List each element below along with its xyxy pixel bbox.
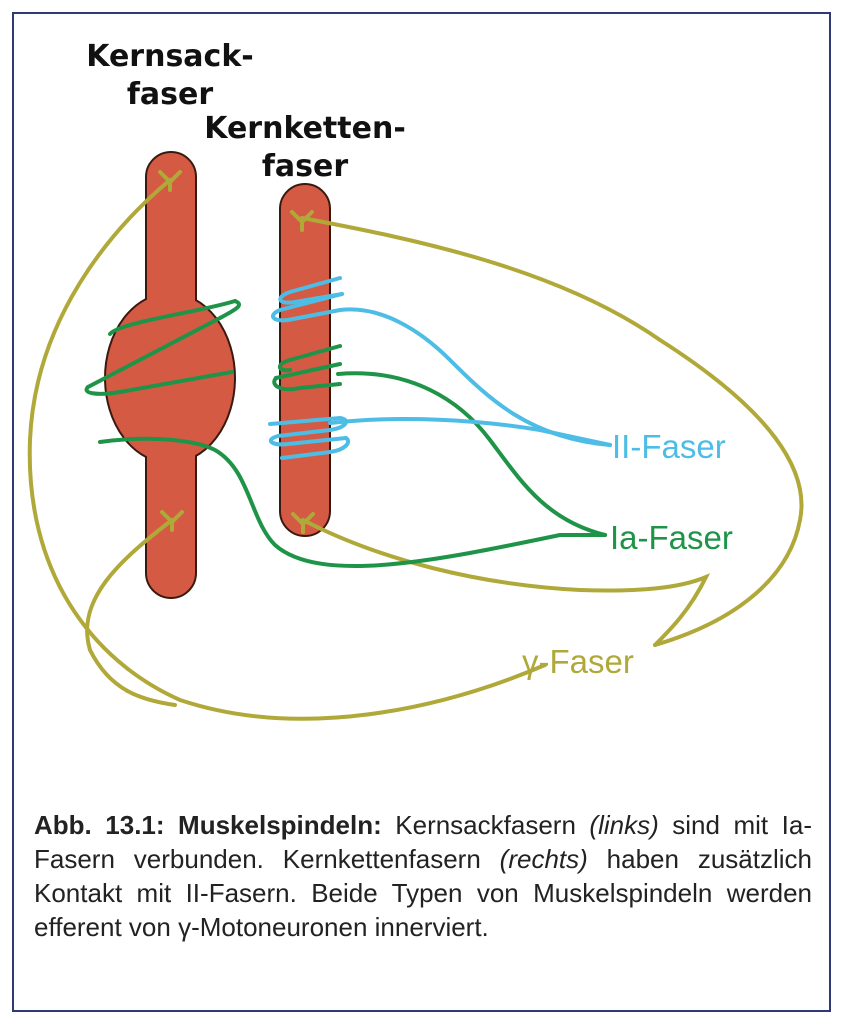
caption-text-2: sind mit Ia-Fasern verbunden. Kernketten… — [34, 810, 812, 874]
kernsack-fiber — [104, 151, 236, 599]
gamma-fiber-paths — [27, 170, 804, 721]
caption-text-1: Kernsackfasern — [381, 810, 590, 840]
kernketten-label-line2: faser — [262, 149, 348, 184]
ia-faser-label: Ia-Faser — [610, 519, 733, 556]
kernketten-label-line1: Kernketten- — [204, 111, 406, 146]
ii-fiber-paths — [268, 276, 612, 460]
ii-faser-label: II-Faser — [612, 428, 726, 465]
caption-title: Abb. 13.1: Muskelspindeln: — [34, 810, 382, 840]
caption-italic-2: (rechts) — [499, 844, 588, 874]
kernsack-label-line2: faser — [127, 77, 213, 112]
kernketten-fiber — [279, 183, 331, 537]
kernsack-label-line1: Kernsack- — [86, 39, 254, 74]
figure-caption: Abb. 13.1: Muskelspindeln: Kernsackfaser… — [34, 808, 812, 944]
gamma-faser-label: γ-Faser — [522, 643, 634, 680]
caption-text-3: haben zusätzlich Kontakt mit II-Fasern. … — [34, 844, 813, 942]
caption-italic-1: (links) — [589, 810, 659, 840]
ia-fiber-paths — [84, 299, 607, 568]
